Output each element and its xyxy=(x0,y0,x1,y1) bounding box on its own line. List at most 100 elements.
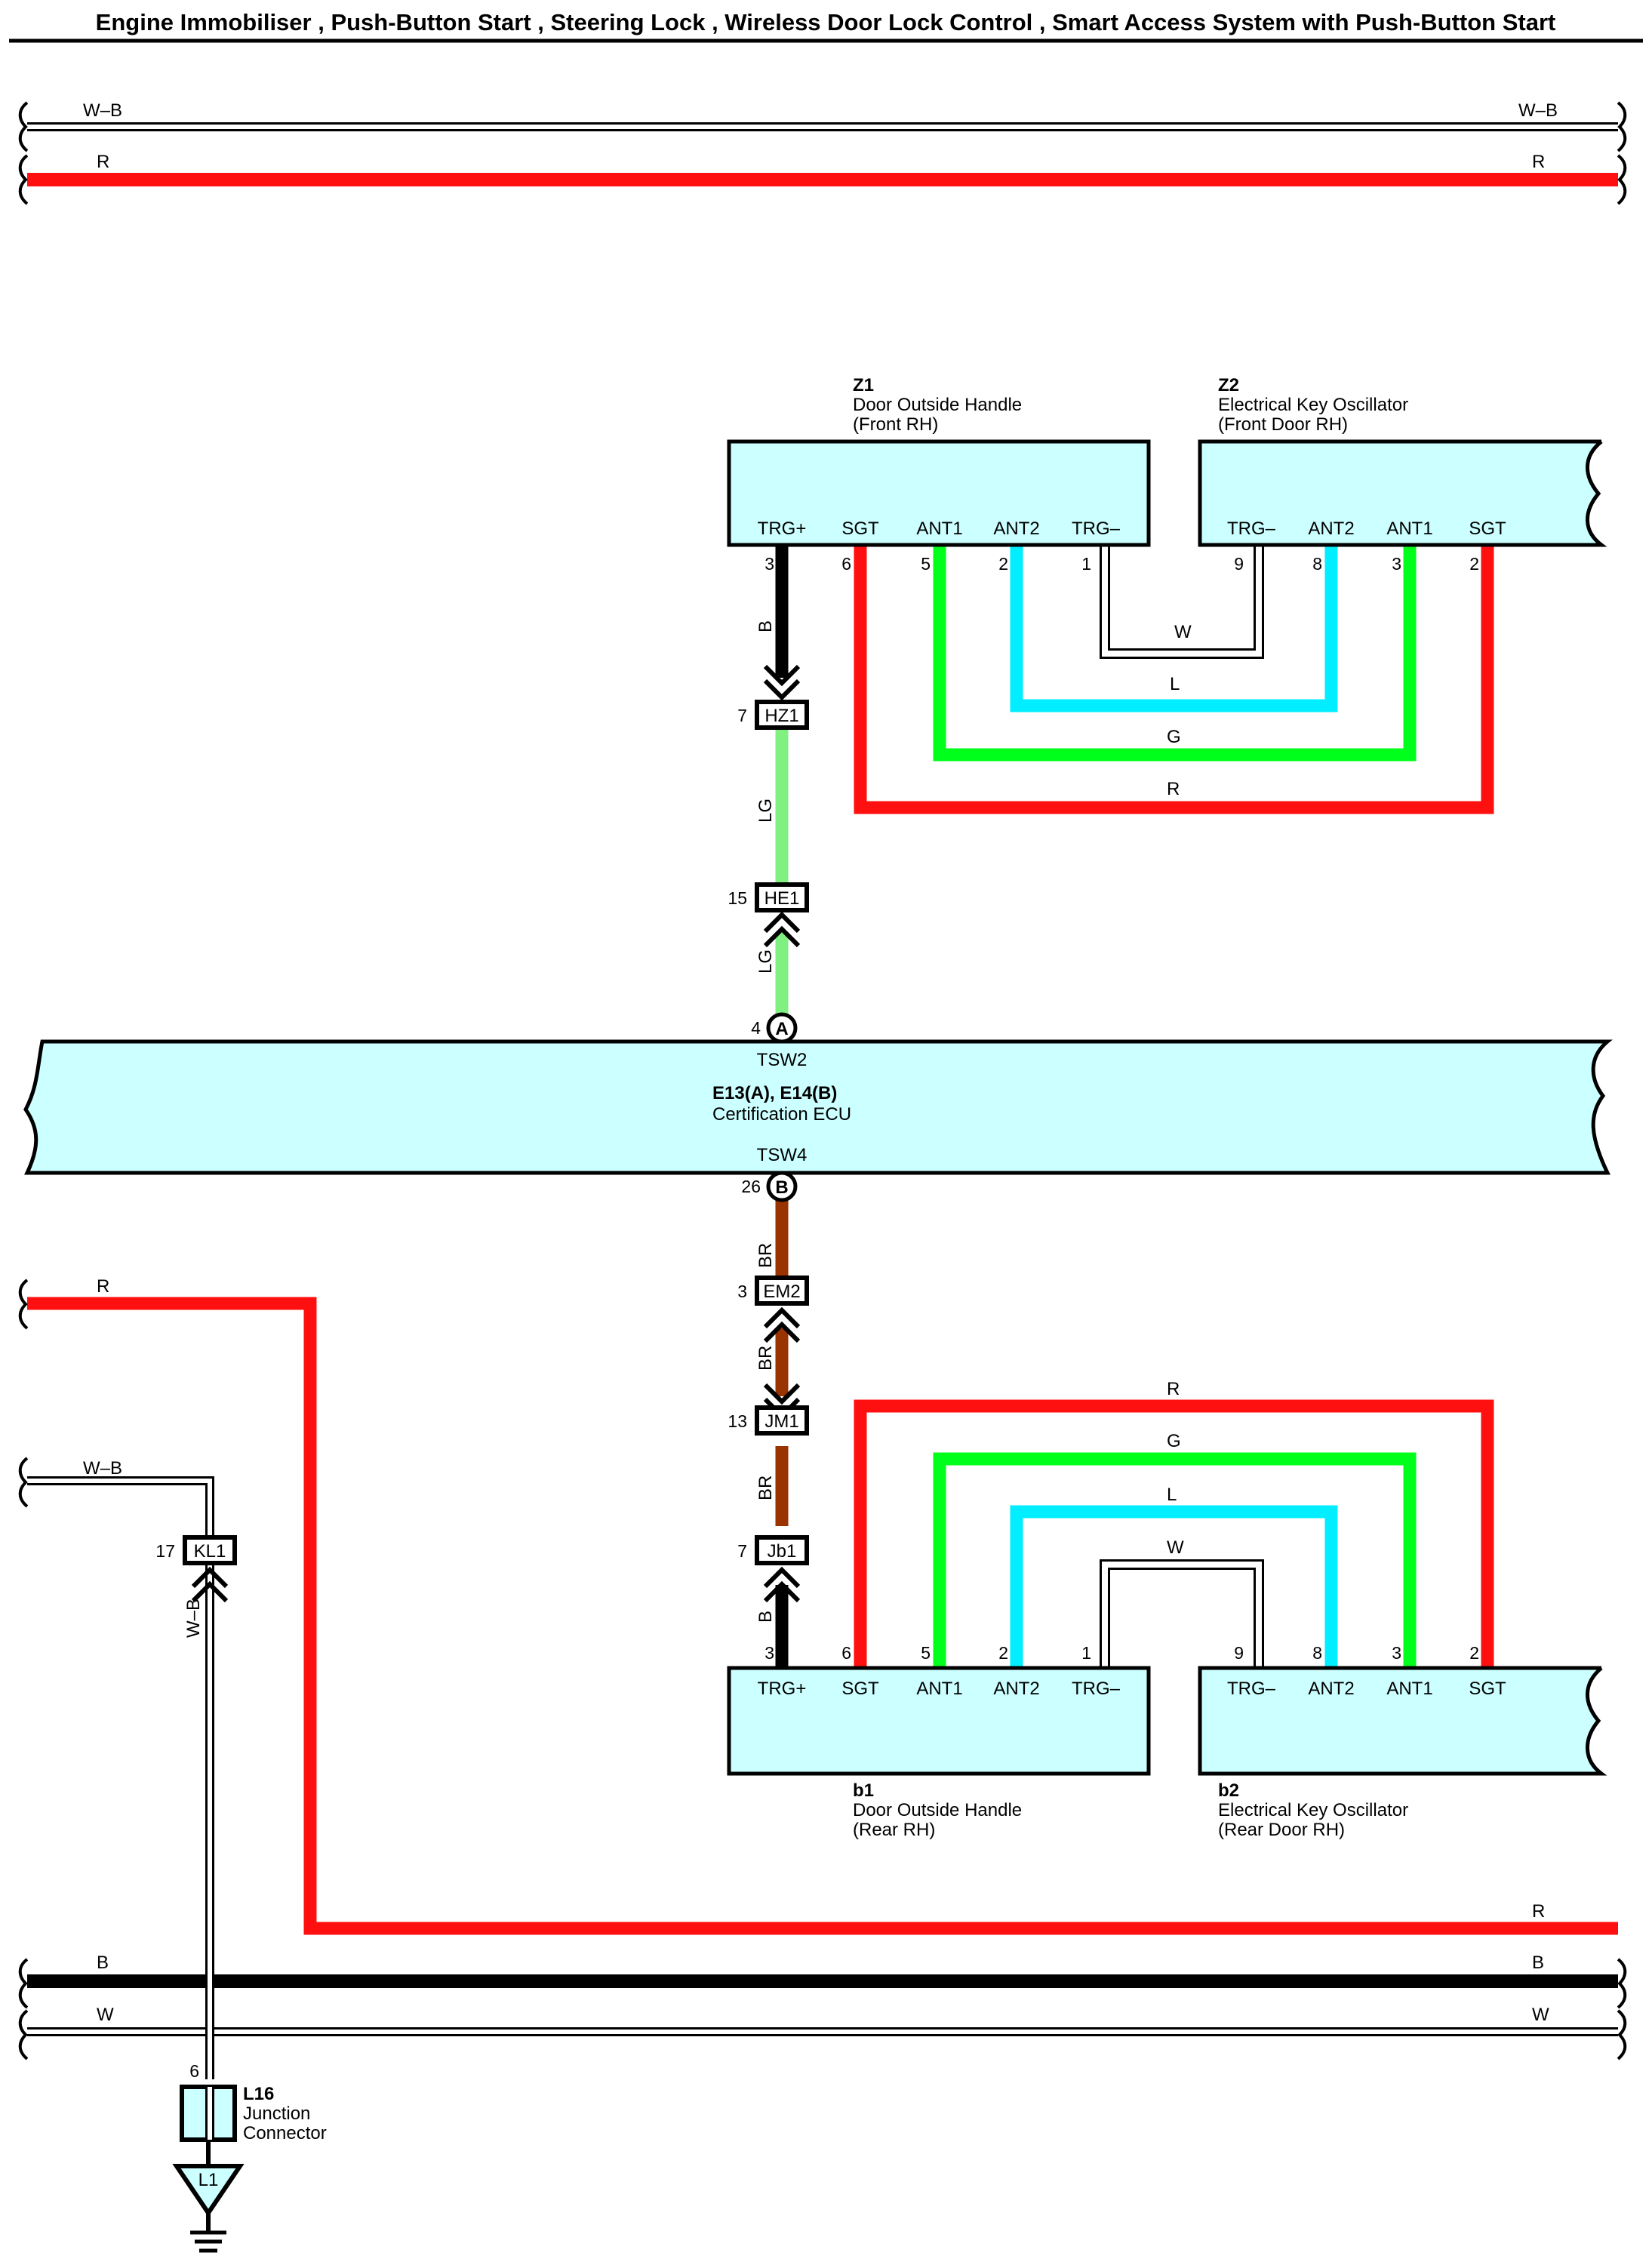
pin-number: 9 xyxy=(1234,1643,1244,1663)
wire-label: R xyxy=(1532,1901,1545,1922)
component-name: Electrical Key Oscillator xyxy=(1218,395,1408,415)
component-code: b1 xyxy=(853,1780,874,1801)
component-l16-junction: 6 L16 Junction Connector xyxy=(180,2061,327,2143)
terminal-label: SGT xyxy=(841,1679,879,1699)
connector-pin: 7 xyxy=(737,1541,747,1561)
terminal-label: TSW2 xyxy=(757,1050,808,1070)
wire-label: W xyxy=(1167,1537,1184,1558)
bus-wire-top-r: R R xyxy=(27,152,1618,186)
wire-label: W–B xyxy=(83,100,122,121)
wire-label: W–B xyxy=(1518,100,1558,121)
wire-label: B xyxy=(1532,1953,1544,1973)
connector-letter: B xyxy=(775,1177,788,1198)
terminal-label: TSW4 xyxy=(757,1145,808,1165)
wire-label: R xyxy=(1167,1379,1180,1399)
wire-label: G xyxy=(1167,1431,1181,1451)
pin-number: 5 xyxy=(921,554,931,574)
component-code: E13(A), E14(B) xyxy=(712,1083,837,1103)
connector-he1: HE1 15 xyxy=(728,882,809,912)
component-b2: TRG– ANT2 ANT1 SGT 9 8 3 2 b2 Electrical… xyxy=(1198,1643,1607,1840)
connector-jb1: Jb1 7 xyxy=(737,1535,809,1565)
terminal-label: SGT xyxy=(1469,519,1506,539)
terminal-label: TRG+ xyxy=(758,1679,807,1699)
wire-label: B xyxy=(97,1953,109,1973)
wire-label: W xyxy=(1532,2005,1549,2025)
wire-label: R xyxy=(1532,152,1545,172)
component-certification-ecu: TSW2 E13(A), E14(B) Certification ECU TS… xyxy=(23,1012,1613,1202)
wire-label: B xyxy=(755,620,776,632)
wire-label: W–B xyxy=(83,1458,122,1479)
terminal-label: ANT1 xyxy=(1386,519,1432,539)
break-mark xyxy=(18,1279,29,1330)
pin-number: 2 xyxy=(1469,1643,1479,1663)
component-code: L16 xyxy=(243,2084,274,2104)
component-code: Z2 xyxy=(1218,375,1239,395)
wire-label: R xyxy=(97,1276,109,1297)
terminal-label: ANT1 xyxy=(1386,1679,1432,1699)
connector-kl1: KL1 17 xyxy=(155,1535,237,1565)
connector-name: JM1 xyxy=(764,1411,798,1432)
wire-label: LG xyxy=(755,949,776,974)
pin-number: 3 xyxy=(764,554,774,574)
break-mark xyxy=(18,2009,29,2060)
connector-pin: 15 xyxy=(728,888,747,908)
break-mark xyxy=(1617,1958,1627,2009)
wire-label: LG xyxy=(755,799,776,823)
pin-number: 2 xyxy=(998,554,1008,574)
terminal-label: TRG– xyxy=(1227,1679,1276,1699)
break-mark xyxy=(1617,2009,1627,2060)
terminal-label: SGT xyxy=(841,519,879,539)
front-loop-wires: W L G R xyxy=(854,545,1494,814)
break-mark xyxy=(18,1958,29,2009)
bus-wire-bottom-w: W W xyxy=(27,2005,1618,2036)
wire-label: W xyxy=(1174,622,1192,642)
terminal-label: TRG– xyxy=(1072,1679,1121,1699)
wire-label: B xyxy=(755,1611,776,1623)
wire-label: R xyxy=(97,152,109,172)
connector-pin: 17 xyxy=(155,1541,175,1561)
component-code: Z1 xyxy=(853,375,874,395)
component-name: Electrical Key Oscillator xyxy=(1218,1800,1408,1820)
connector-em2: EM2 3 xyxy=(737,1276,809,1306)
break-mark xyxy=(1617,101,1627,152)
component-b1: TRG+ SGT ANT1 ANT2 TRG– 3 6 5 2 1 b1 Doo… xyxy=(727,1643,1151,1840)
ecu-connector-a: A 4 xyxy=(751,1012,798,1044)
wire-label: BR xyxy=(755,1346,776,1371)
pin-number: 8 xyxy=(1312,1643,1322,1663)
pin-number: 1 xyxy=(1081,554,1091,574)
terminal-label: TRG– xyxy=(1072,519,1121,539)
pin-number: 26 xyxy=(741,1177,761,1196)
component-name: (Rear Door RH) xyxy=(1218,1820,1345,1840)
pin-number: 8 xyxy=(1312,554,1322,574)
pin-number: 5 xyxy=(921,1643,931,1663)
pin-number: 6 xyxy=(841,1643,851,1663)
wire-label: W–B xyxy=(183,1599,204,1638)
ground-l1: L1 xyxy=(172,2140,245,2253)
connector-jm1: JM1 13 xyxy=(728,1405,809,1436)
pin-number: 3 xyxy=(1392,1643,1401,1663)
bottom-bus: B B W W xyxy=(18,1953,1627,2079)
break-mark xyxy=(18,1457,29,1508)
wire-label: BR xyxy=(755,1476,776,1500)
terminal-label: ANT2 xyxy=(993,519,1039,539)
pin-number: 3 xyxy=(1392,554,1401,574)
pin-number: 6 xyxy=(841,554,851,574)
component-name: Door Outside Handle xyxy=(853,395,1022,415)
connector-name: EM2 xyxy=(763,1282,800,1302)
connector-name: HZ1 xyxy=(764,706,798,726)
terminal-label: ANT2 xyxy=(993,1679,1039,1699)
component-z2: Z2 Electrical Key Oscillator (Front Door… xyxy=(1198,375,1607,574)
bus-wire-bottom-b: B B xyxy=(27,1953,1618,1988)
component-code: b2 xyxy=(1218,1780,1239,1801)
connector-pin: 13 xyxy=(728,1411,747,1431)
terminal-label: ANT1 xyxy=(916,519,962,539)
terminal-label: TRG+ xyxy=(758,519,807,539)
terminal-label: ANT2 xyxy=(1308,1679,1354,1699)
wire-label: BR xyxy=(755,1243,776,1268)
component-name: (Front RH) xyxy=(853,414,938,435)
pin-number: 2 xyxy=(1469,554,1479,574)
pin-number: 4 xyxy=(751,1018,761,1038)
wire-label: L xyxy=(1170,674,1180,694)
terminal-label: SGT xyxy=(1469,1679,1506,1699)
